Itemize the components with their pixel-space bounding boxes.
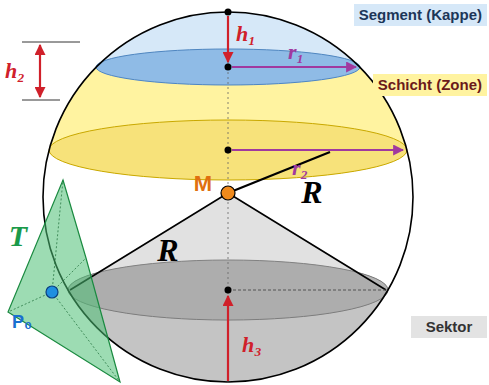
height-label: h₁ bbox=[236, 23, 256, 45]
tangent-plane bbox=[8, 180, 120, 382]
shape-name: Sektor bbox=[416, 318, 482, 336]
plane-guides bbox=[8, 180, 120, 382]
shape-label-box: Schicht (Zone) bbox=[373, 74, 487, 96]
h3-arrow bbox=[227, 296, 229, 381]
h2-tick bbox=[22, 100, 60, 101]
center-label: M bbox=[194, 173, 212, 195]
base-radius bbox=[228, 290, 386, 291]
radius-label: R bbox=[157, 234, 178, 266]
shape-name: Segment (Kappe) bbox=[359, 6, 482, 24]
point-label: P₀ bbox=[12, 313, 32, 331]
shape-label-box: Segment (Kappe) bbox=[354, 4, 487, 26]
r2-arrow bbox=[232, 149, 403, 151]
dot bbox=[225, 64, 232, 71]
shape-label-box: Sektor bbox=[411, 316, 487, 338]
dot bbox=[225, 9, 232, 16]
radius-label: r₁ bbox=[288, 41, 304, 63]
center-point bbox=[221, 186, 235, 200]
shape-name: Schicht (Zone) bbox=[378, 76, 482, 94]
radius-label: R bbox=[301, 176, 322, 208]
height-label: h₂ bbox=[5, 60, 25, 82]
dot bbox=[225, 287, 232, 294]
dot bbox=[225, 147, 232, 154]
height-label: h₃ bbox=[242, 334, 262, 356]
plane-label: T bbox=[9, 221, 27, 251]
h2-tick bbox=[22, 42, 80, 43]
h2-arrow bbox=[39, 45, 41, 97]
tangent-point bbox=[46, 286, 58, 298]
r1-arrow bbox=[232, 66, 356, 68]
h1-arrow bbox=[227, 16, 229, 62]
